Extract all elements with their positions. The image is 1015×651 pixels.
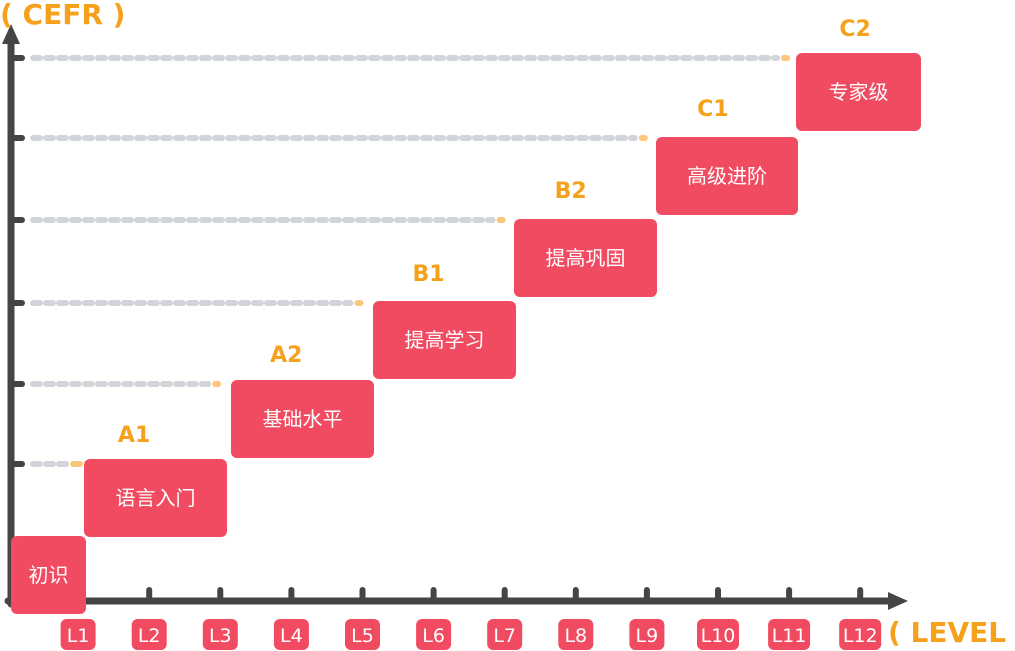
stage-box-bg xyxy=(796,53,921,131)
stage-box-bg xyxy=(514,219,657,297)
stage-label: 提高学习 xyxy=(405,328,485,352)
stage-label: 高级进阶 xyxy=(687,164,767,188)
level-badge xyxy=(345,619,380,650)
level-label: L5 xyxy=(351,625,374,647)
stage-box-bg xyxy=(84,459,227,537)
stage-label: 提高巩固 xyxy=(546,246,626,270)
level-label: L7 xyxy=(493,625,516,647)
level-badge xyxy=(416,619,452,650)
level-badge xyxy=(697,619,739,650)
level-label: L12 xyxy=(843,625,878,647)
stage-label: 基础水平 xyxy=(263,407,343,431)
stage-box: 专家级 xyxy=(796,53,921,131)
cefr-label: A2 xyxy=(270,343,302,368)
level-badge xyxy=(629,619,665,650)
stage-box: 提高学习 xyxy=(373,301,516,379)
level-badge xyxy=(487,619,523,650)
x-axis-arrow xyxy=(888,592,908,610)
level-badge xyxy=(839,619,882,650)
stage-label: 语言入门 xyxy=(116,486,196,510)
stage-label: 初识 xyxy=(29,563,69,587)
level-label: L6 xyxy=(422,625,445,647)
cefr-label: B2 xyxy=(555,179,587,204)
stage-box-bg xyxy=(231,380,374,458)
stage-box: 高级进阶 xyxy=(656,137,798,215)
level-badge xyxy=(202,619,238,650)
level-label: L8 xyxy=(564,625,587,647)
level-badge xyxy=(558,619,594,650)
cefr-label: C2 xyxy=(839,17,870,42)
stage-box: 提高巩固 xyxy=(514,219,657,297)
level-label: L2 xyxy=(138,625,161,647)
cefr-label: C1 xyxy=(697,97,728,122)
y-axis-arrow xyxy=(2,24,20,44)
stage-label: 专家级 xyxy=(829,80,889,104)
stage-box: 基础水平 xyxy=(231,380,374,458)
level-badge xyxy=(273,619,309,650)
stage-box-bg xyxy=(656,137,798,215)
x-axis-title: ( LEVEL ) xyxy=(888,616,1015,649)
level-badge xyxy=(60,619,96,650)
y-axis-title: ( CEFR ) xyxy=(0,0,125,31)
level-label: L3 xyxy=(209,625,232,647)
cefr-label: A1 xyxy=(118,423,150,448)
level-label: L11 xyxy=(772,625,807,647)
stage-box-bg xyxy=(11,536,86,614)
stage-box: 初识 xyxy=(11,536,86,614)
stage-box-bg xyxy=(373,301,516,379)
level-label: L1 xyxy=(67,625,90,647)
level-badge xyxy=(768,619,811,650)
level-label: L9 xyxy=(636,625,659,647)
level-badge xyxy=(131,619,167,650)
level-label: L10 xyxy=(701,625,736,647)
cefr-label: B1 xyxy=(412,262,444,287)
level-label: L4 xyxy=(280,625,303,647)
stage-box: 语言入门 xyxy=(84,459,227,537)
